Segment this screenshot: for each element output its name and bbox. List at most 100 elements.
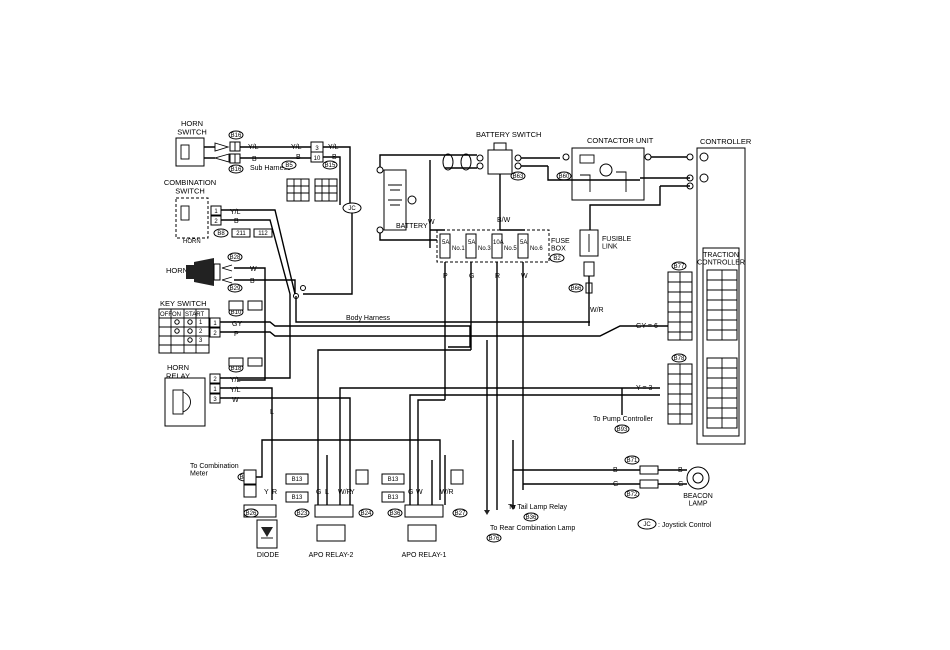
connector-b10: B10 xyxy=(231,310,242,316)
connector-b15: B15 xyxy=(325,163,336,169)
svg-text:3: 3 xyxy=(199,338,203,344)
svg-text:B13: B13 xyxy=(292,495,303,501)
diode-label: DIODE xyxy=(257,552,280,559)
svg-text:R: R xyxy=(272,489,277,496)
svg-text:P: P xyxy=(234,331,239,338)
svg-text:2: 2 xyxy=(213,331,217,337)
battery-switch: BATTERY SWITCH B63 xyxy=(476,130,541,181)
connector-b27: B27 xyxy=(455,511,466,517)
svg-text:B/W: B/W xyxy=(497,217,511,224)
svg-text:W/R: W/R xyxy=(440,489,454,496)
svg-text:B13: B13 xyxy=(388,495,399,501)
joystick-legend: : Joystick Control xyxy=(658,522,712,529)
svg-text:No.6: No.6 xyxy=(530,246,543,252)
svg-text:5A: 5A xyxy=(520,240,527,246)
connector-b26: B26 xyxy=(246,511,257,517)
svg-text:3: 3 xyxy=(315,146,319,152)
key-switch-label: KEY SWITCH xyxy=(160,299,207,308)
connector-b2: B2 xyxy=(553,256,561,262)
connector-b71: B71 xyxy=(627,458,638,464)
sub-harness-label: Sub Harness xyxy=(250,165,291,172)
wire-gy6: GY = 6 xyxy=(636,323,658,330)
to-rear-combination-lamp: To Rear Combination Lamp xyxy=(490,525,575,532)
connector-b93: B93 xyxy=(617,427,628,433)
to-pump-controller: To Pump Controller xyxy=(593,416,654,423)
svg-text:W: W xyxy=(416,489,423,496)
svg-text:2: 2 xyxy=(213,377,217,383)
svg-text:Y: Y xyxy=(264,489,269,496)
contactor-unit-label: CONTACTOR UNIT xyxy=(587,136,654,145)
connector-b63: B63 xyxy=(513,174,524,180)
svg-text:No.3: No.3 xyxy=(478,246,491,252)
svg-text:B36: B36 xyxy=(526,515,537,521)
svg-text:GY: GY xyxy=(232,321,242,328)
connector-b29: B29 xyxy=(230,286,241,292)
svg-text:1: 1 xyxy=(213,387,217,393)
contactor-unit: CONTACTOR UNIT B60 xyxy=(556,136,654,201)
svg-text:B78: B78 xyxy=(674,356,685,362)
svg-text:B: B xyxy=(250,278,255,285)
key-switch: KEY SWITCH OFF ON START 1 2 3 1 2 B10 xyxy=(158,299,263,354)
svg-text:10: 10 xyxy=(314,156,321,162)
svg-text:START: START xyxy=(185,312,204,318)
svg-text:1: 1 xyxy=(199,320,203,326)
svg-text:5A: 5A xyxy=(468,240,475,246)
svg-text:B77: B77 xyxy=(674,264,685,270)
wire-label-b-horn: B xyxy=(252,156,257,163)
svg-text:W/R: W/R xyxy=(590,307,604,314)
svg-text:W: W xyxy=(428,219,435,226)
to-tail-lamp-relay: To Tail Lamp Relay xyxy=(508,504,568,511)
horn-sub-label: HORN xyxy=(183,239,201,245)
battery: BATTERY xyxy=(376,166,428,234)
svg-text:B: B xyxy=(234,218,239,225)
svg-text:JC: JC xyxy=(643,522,651,528)
apo-relay-2: B13 B13 B23 APO RELAY-2 B24 xyxy=(285,469,374,559)
svg-text:1: 1 xyxy=(214,209,218,215)
svg-text:G: G xyxy=(316,489,321,496)
svg-text:G: G xyxy=(408,489,413,496)
connector-b8: B8 xyxy=(217,231,225,237)
svg-text:Y/L: Y/L xyxy=(230,377,241,384)
connector-grid-icons xyxy=(286,178,338,202)
apo-relay-2-label: APO RELAY-2 xyxy=(309,552,354,559)
svg-text:B13: B13 xyxy=(388,477,399,483)
apo-relay-1-label: APO RELAY-1 xyxy=(402,552,447,559)
svg-text:G: G xyxy=(469,273,474,280)
svg-text:211: 211 xyxy=(236,231,246,237)
connector-b16-top: B16 xyxy=(231,133,242,139)
svg-text:P: P xyxy=(443,273,448,280)
horn: HORN B28 B29 xyxy=(166,252,243,293)
connector-b77-block: B77 xyxy=(667,261,693,341)
svg-text:2: 2 xyxy=(214,219,218,225)
svg-text:Y/L: Y/L xyxy=(230,387,241,394)
svg-text:R: R xyxy=(495,273,500,280)
connector-b16-bottom: B16 xyxy=(231,167,242,173)
svg-text:OFF: OFF xyxy=(160,312,172,318)
connector-b5: B5 xyxy=(285,163,293,169)
svg-text:W: W xyxy=(250,266,257,273)
connector-b76: B76 xyxy=(489,536,500,542)
svg-text:L: L xyxy=(270,409,274,416)
battery-label: BATTERY xyxy=(396,223,428,230)
svg-text:ON: ON xyxy=(172,312,181,318)
legend: JC : Joystick Control xyxy=(637,518,712,530)
svg-text:5A: 5A xyxy=(442,240,449,246)
svg-text:112: 112 xyxy=(258,231,268,237)
svg-text:No.1: No.1 xyxy=(452,246,465,252)
svg-text:3: 3 xyxy=(213,397,217,403)
svg-text:Y/L: Y/L xyxy=(230,209,241,216)
svg-text:B13: B13 xyxy=(292,477,303,483)
svg-text:Y: Y xyxy=(350,489,355,496)
